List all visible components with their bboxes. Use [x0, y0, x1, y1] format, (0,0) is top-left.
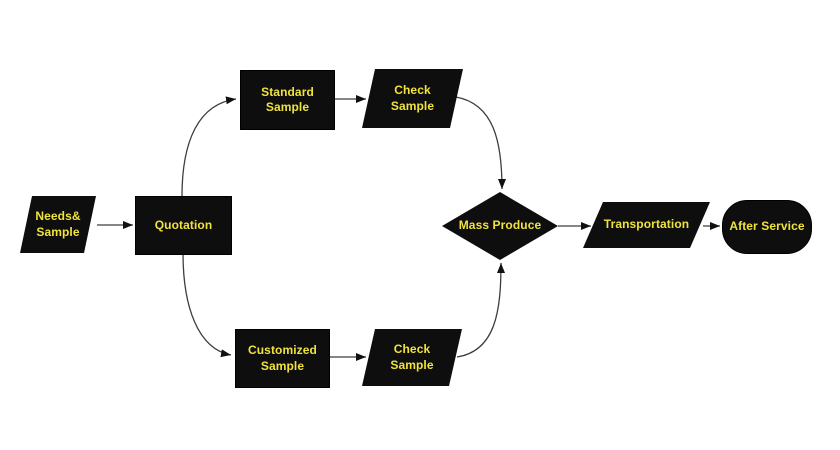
node-label: Customized Sample: [247, 343, 317, 373]
node-label: Needs& Sample: [35, 209, 81, 239]
node-label: Check Sample: [390, 342, 434, 372]
edge-quotation-to-standard: [181, 96, 237, 197]
node-label: Quotation: [154, 217, 213, 232]
edge-checkbot-to-mass: [456, 262, 505, 358]
node-transportation: Transportation: [583, 202, 710, 248]
node-quotation: Quotation: [135, 196, 232, 255]
node-check-sample-top: Check Sample: [362, 69, 463, 128]
node-check-sample-bottom: Check Sample: [362, 329, 462, 386]
node-label: Check Sample: [390, 83, 435, 113]
edge-checktop-to-mass: [455, 96, 506, 190]
node-label: Transportation: [603, 217, 690, 232]
node-after-service: After Service: [722, 200, 812, 254]
node-standard-sample: Standard Sample: [240, 70, 335, 130]
node-label: Standard Sample: [261, 84, 314, 114]
node-customized-sample: Customized Sample: [235, 329, 330, 388]
node-needs-and-sample: Needs& Sample: [20, 196, 96, 253]
edge-quotation-to-customized: [182, 252, 232, 358]
node-label: Mass Produce: [458, 218, 542, 233]
node-label: After Service: [729, 219, 805, 234]
